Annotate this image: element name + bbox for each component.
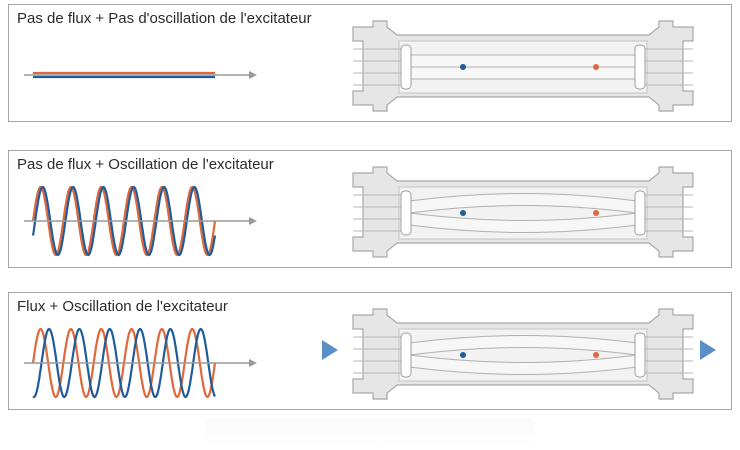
signal-waves <box>33 71 215 79</box>
measuring-tube-diagram <box>352 166 694 258</box>
outlet-sensor-dot <box>593 352 599 358</box>
panel-title: Pas de flux + Pas d'oscillation de l'exc… <box>17 10 312 27</box>
footer-fade <box>205 418 535 448</box>
panel-title: Pas de flux + Oscillation de l'excitateu… <box>17 156 274 173</box>
measuring-tube-diagram <box>352 308 694 400</box>
panel-title: Flux + Oscillation de l'excitateur <box>17 298 228 315</box>
outlet-bracket <box>634 332 646 378</box>
inlet-signal-line <box>31 185 217 257</box>
inlet-sensor-dot <box>460 352 466 358</box>
flow-inlet-triangle-right-icon <box>322 340 338 360</box>
outlet-bracket <box>634 44 646 90</box>
sensor-signal-plot <box>24 71 257 79</box>
upper-measuring-tube <box>408 54 638 68</box>
arrow-right-icon <box>249 71 257 79</box>
inlet-signal-line <box>32 327 216 399</box>
inlet-bracket <box>400 190 412 236</box>
panel-no-flow-no-oscillation: Pas de flux + Pas d'oscillation de l'exc… <box>8 4 732 122</box>
outlet-sensor-dot <box>593 64 599 70</box>
outlet-sensor-dot <box>593 210 599 216</box>
measuring-tube-diagram <box>352 20 694 112</box>
inlet-sensor-dot <box>460 210 466 216</box>
outlet-bracket <box>634 190 646 236</box>
sensor-signal-plot <box>24 327 257 399</box>
flow-outlet-triangle-right-icon <box>700 340 716 360</box>
lower-measuring-tube <box>408 66 638 80</box>
sensor-signal-plot <box>24 185 257 257</box>
arrow-right-icon <box>249 217 257 225</box>
arrow-right-icon <box>249 359 257 367</box>
inlet-bracket <box>400 332 412 378</box>
inlet-sensor-dot <box>460 64 466 70</box>
inlet-bracket <box>400 44 412 90</box>
panel-no-flow-oscillation: Pas de flux + Oscillation de l'excitateu… <box>8 150 732 268</box>
panel-flow-oscillation: Flux + Oscillation de l'excitateur <box>8 292 732 410</box>
